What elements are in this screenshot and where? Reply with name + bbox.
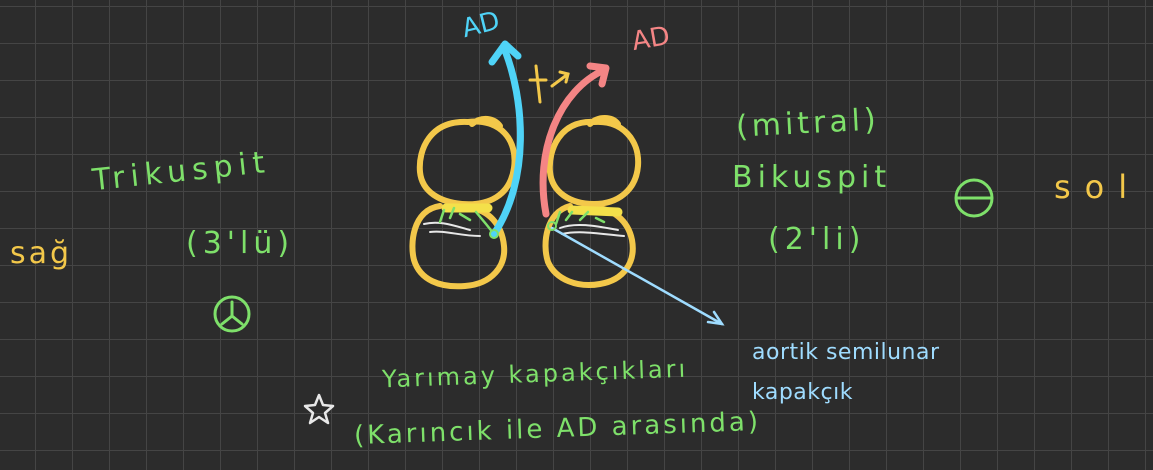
sol-label: sol xyxy=(1054,168,1142,206)
typed-note-line1: aortik semilunar xyxy=(752,340,940,365)
right-valve-drawing xyxy=(542,115,642,288)
pink-arrow xyxy=(539,62,610,218)
star-icon xyxy=(303,393,335,425)
bikuspit-label: Bikuspit xyxy=(732,160,892,195)
pointer-arrow xyxy=(550,226,725,326)
sag-label: sağ xyxy=(10,236,73,271)
cyan-arrow xyxy=(488,40,524,238)
leaflet-lines xyxy=(423,221,625,237)
trikuspit-count-label: (3'lü) xyxy=(186,226,295,261)
right-valve-dot xyxy=(547,221,557,231)
valve-highlights xyxy=(441,203,623,217)
typed-note-line2: kapakçık xyxy=(752,380,853,405)
minus-circle-icon xyxy=(954,178,994,218)
left-valve-drawing xyxy=(409,116,518,290)
green-leaflet-marks xyxy=(438,206,606,236)
bikuspit-count-label: (2'li) xyxy=(768,222,866,257)
upward-flow-mark xyxy=(528,64,570,104)
mercedes-symbol-icon xyxy=(213,295,251,333)
left-valve-dot xyxy=(489,229,499,239)
